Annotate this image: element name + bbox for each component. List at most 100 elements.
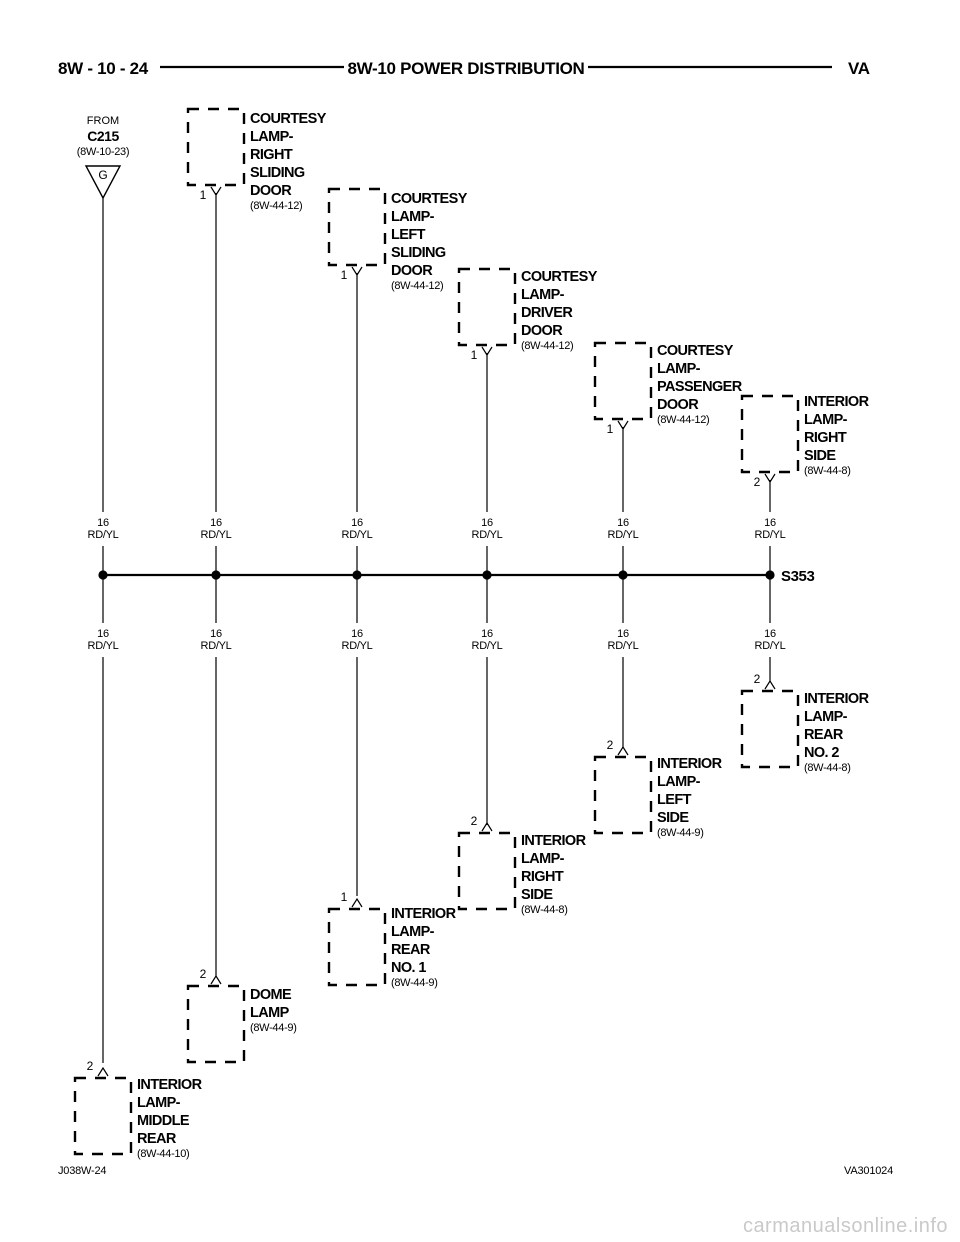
wire-gauge-label: 16: [617, 628, 629, 640]
component-name-line: LAMP-: [657, 361, 701, 377]
connector-pin-number: 2: [607, 738, 614, 752]
component-name-line: LAMP-: [137, 1095, 181, 1111]
component-name-line: SLIDING: [391, 245, 446, 261]
component-name-line: LAMP-: [657, 774, 701, 790]
source-connector-triangle-icon: [84, 165, 122, 200]
page-footer: J038W-24 VA301024 carmanualsonline.info: [58, 1165, 948, 1237]
component-name-line: LAMP-: [521, 287, 565, 303]
wire-gauge-label: 16: [481, 517, 493, 529]
connector-pin-icon: [617, 745, 629, 756]
wire-gauge-label: 16: [97, 628, 109, 640]
component-name-line: SIDE: [657, 810, 689, 826]
component-name-line: LEFT: [391, 227, 426, 243]
component-name-line: DRIVER: [521, 305, 573, 321]
component-name-line: SIDE: [804, 448, 836, 464]
wire-color-label: RD/YL: [342, 529, 373, 541]
page-header: 8W - 10 - 24 8W-10 POWER DISTRIBUTION VA: [58, 59, 870, 78]
wire-gauge-label: 16: [351, 628, 363, 640]
wire-color-label: RD/YL: [201, 640, 232, 652]
connector-pin-icon: [764, 679, 776, 690]
component-name-line: LAMP-: [391, 209, 435, 225]
wire-gauge-label: 16: [97, 517, 109, 529]
connector-pin-number: 1: [341, 268, 348, 282]
connector-pin-icon: [481, 346, 493, 357]
component-ref: (8W-44-8): [804, 465, 851, 477]
component-name-line: COURTESY: [521, 269, 598, 285]
component-ref: (8W-44-12): [250, 200, 302, 212]
source-connector-pin: G: [98, 168, 107, 182]
connector-box-outline: [186, 107, 246, 187]
connector-pin-number: 1: [200, 188, 207, 202]
component-name-line: RIGHT: [250, 147, 293, 163]
splice-bus: S353: [98, 568, 815, 585]
page-number: 8W - 10 - 24: [58, 59, 149, 78]
connector-pin-number: 2: [200, 967, 207, 981]
connector-box-outline: [457, 831, 517, 911]
connector-pin-icon: [351, 897, 363, 908]
connector-pin-number: 2: [87, 1059, 94, 1073]
component-ref: (8W-44-9): [250, 1022, 297, 1034]
component-ref: (8W-44-8): [804, 762, 851, 774]
connector-box-outline: [73, 1076, 133, 1156]
component-ref: (8W-44-12): [391, 280, 443, 292]
component-ref: (8W-44-12): [521, 340, 573, 352]
wire-color-label: RD/YL: [472, 640, 503, 652]
component-name-line: LAMP-: [250, 129, 294, 145]
connector-pin-number: 1: [471, 348, 478, 362]
component-name-line: LAMP-: [804, 412, 848, 428]
wire-gauge-label: 16: [764, 517, 776, 529]
connector-box-outline: [327, 187, 387, 267]
connector-pin-icon: [617, 420, 629, 431]
wire-gauge-label: 16: [210, 628, 222, 640]
component-name-line: LAMP-: [804, 709, 848, 725]
connector-pin-icon: [481, 821, 493, 832]
wires: 16RD/YL16RD/YL16RD/YL16RD/YL16RD/YL16RD/…: [88, 193, 786, 1063]
connector-pin-icon: [210, 974, 222, 985]
wire-color-label: RD/YL: [201, 529, 232, 541]
component-name-line: REAR: [391, 942, 431, 958]
component-ref: (8W-44-9): [391, 977, 438, 989]
source-connector-ref: (8W-10-23): [77, 146, 129, 158]
wire-gauge-label: 16: [481, 628, 493, 640]
wire-color-label: RD/YL: [88, 640, 119, 652]
source-connector: FROM C215 (8W-10-23) G: [77, 115, 130, 200]
source-from-label: FROM: [87, 115, 119, 127]
wire-gauge-label: 16: [764, 628, 776, 640]
wire-color-label: RD/YL: [755, 529, 786, 541]
wire-color-label: RD/YL: [755, 640, 786, 652]
component-ref: (8W-44-12): [657, 414, 709, 426]
connector-pin-number: 1: [607, 422, 614, 436]
connector-pin-icon: [210, 186, 222, 197]
component-name-line: DOOR: [391, 263, 433, 279]
connector-pin-icon: [351, 266, 363, 277]
component-name-line: RIGHT: [804, 430, 847, 446]
splice-name: S353: [781, 568, 814, 585]
component-name-line: LAMP-: [521, 851, 565, 867]
component-name-line: INTERIOR: [657, 756, 723, 772]
wire-gauge-label: 16: [617, 517, 629, 529]
component-name-line: REAR: [137, 1131, 177, 1147]
component-name-line: REAR: [804, 727, 844, 743]
wire-color-label: RD/YL: [472, 529, 503, 541]
component-name-line: LEFT: [657, 792, 692, 808]
component-name-line: INTERIOR: [391, 906, 457, 922]
connector-box-outline: [327, 907, 387, 987]
page-title: 8W-10 POWER DISTRIBUTION: [347, 59, 584, 78]
component-name-line: INTERIOR: [804, 394, 870, 410]
footer-right-code: VA301024: [844, 1165, 893, 1177]
connector-box-outline: [593, 341, 653, 421]
connector-pin-icon: [764, 473, 776, 484]
component-name-line: RIGHT: [521, 869, 564, 885]
component-ref: (8W-44-10): [137, 1148, 189, 1160]
wire-gauge-label: 16: [351, 517, 363, 529]
component-name-line: PASSENGER: [657, 379, 743, 395]
